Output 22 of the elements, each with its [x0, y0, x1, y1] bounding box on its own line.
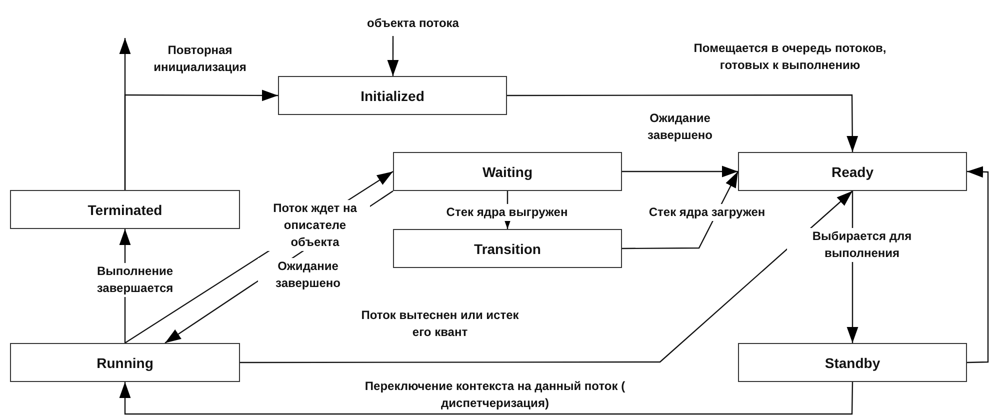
state-name: Ready — [831, 164, 874, 180]
arrow — [507, 94, 858, 152]
state-name: Standby — [824, 354, 880, 370]
arrow — [622, 171, 739, 250]
arrow — [622, 166, 738, 178]
state-name: Transition — [474, 240, 541, 256]
state-name: Terminated — [88, 202, 162, 218]
state-name: Waiting — [482, 164, 533, 180]
state-box — [10, 190, 240, 229]
arrow — [119, 382, 854, 415]
state-box — [738, 343, 967, 382]
state-box — [393, 229, 622, 268]
arrow — [387, 36, 399, 76]
state-name: Initialized — [360, 88, 424, 104]
arrow — [966, 166, 989, 364]
state-box — [393, 152, 622, 191]
arrow — [240, 190, 853, 364]
arrow — [124, 90, 278, 190]
state-box — [10, 343, 240, 382]
state-box — [278, 76, 507, 115]
state-name: Running — [96, 354, 154, 370]
state-box — [738, 152, 967, 191]
